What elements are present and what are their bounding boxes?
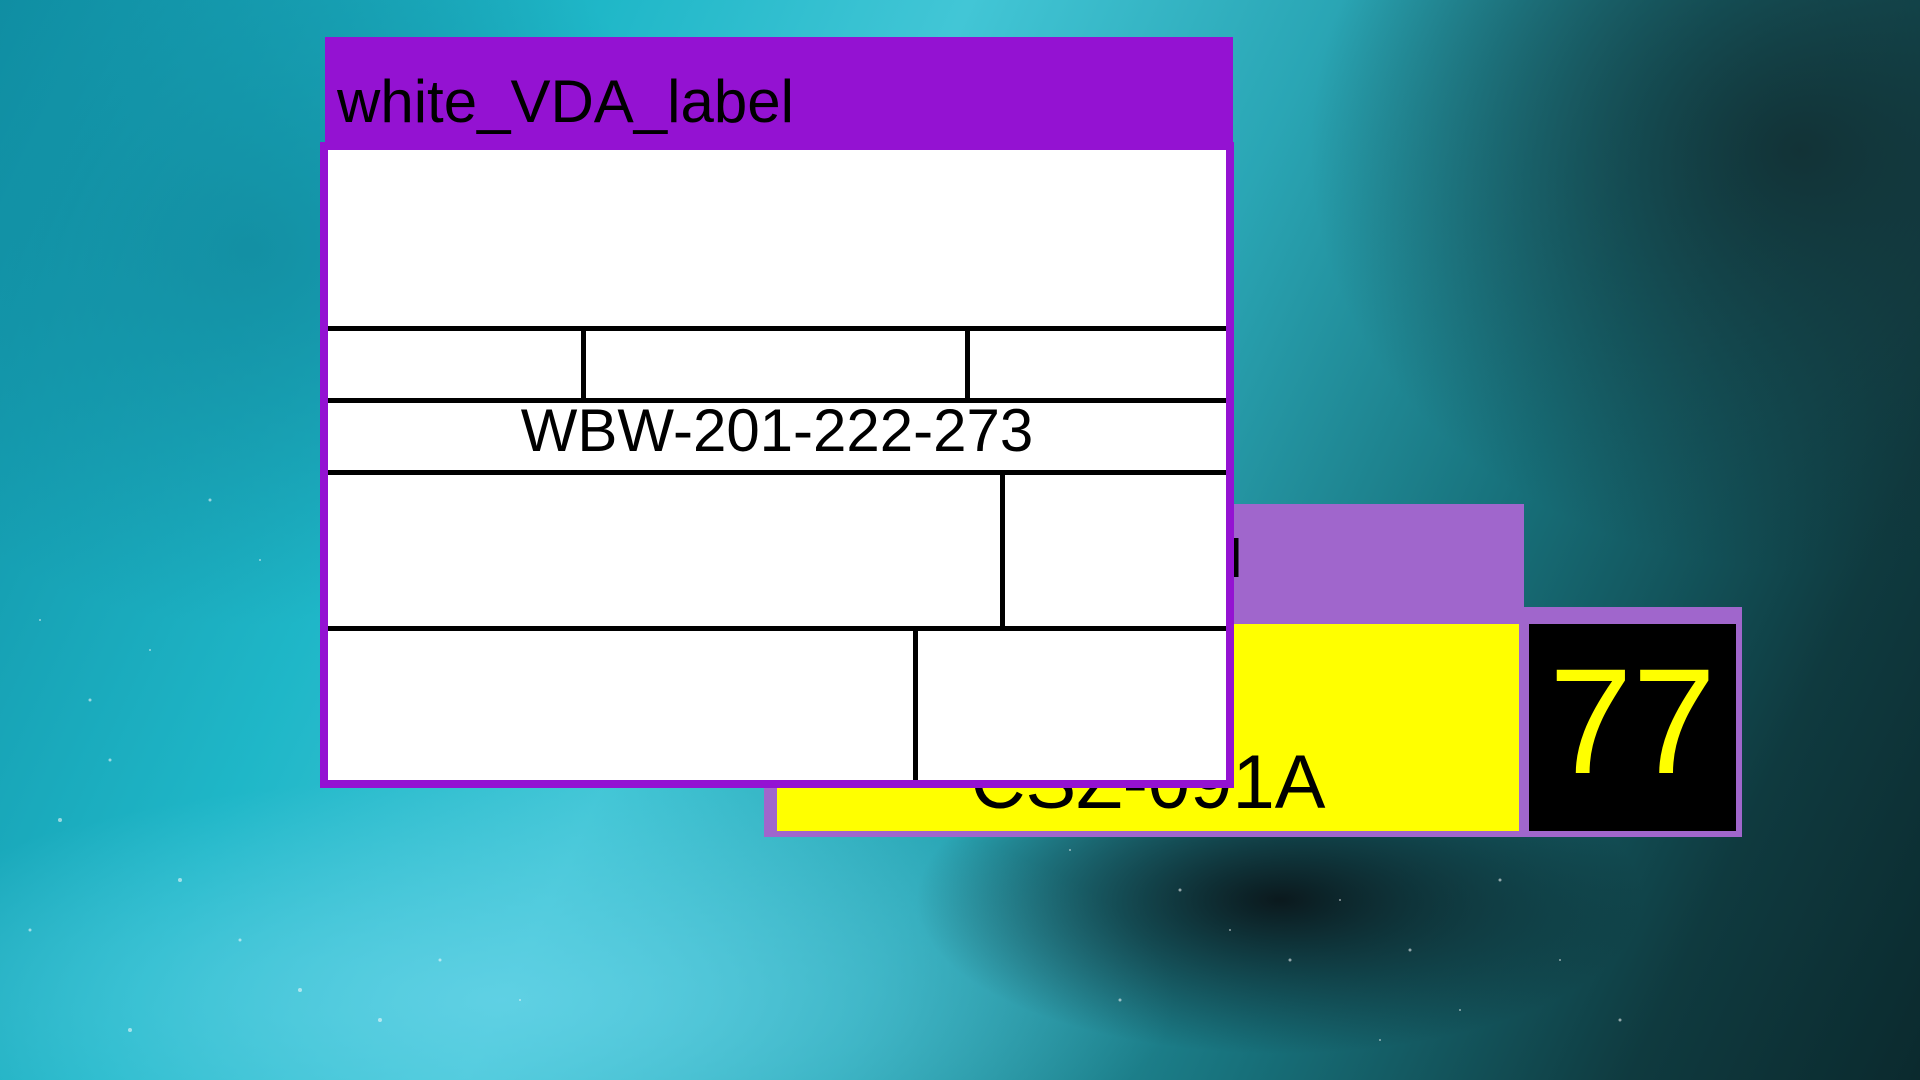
grid-line-h4 bbox=[328, 626, 1226, 631]
white-vda-label-frame: WBW-201-222-273 bbox=[320, 142, 1234, 788]
grid-line-h1 bbox=[328, 326, 1226, 331]
grid-line-v2 bbox=[965, 326, 970, 400]
white-vda-label-title-bar[interactable]: white_VDA_label bbox=[325, 37, 1233, 147]
yellow-label-number-box: 77 bbox=[1529, 624, 1736, 831]
grid-line-v4 bbox=[913, 626, 918, 780]
grid-line-h2 bbox=[328, 398, 1226, 403]
white-vda-label-title: white_VDA_label bbox=[337, 68, 794, 135]
yellow-label-number: 77 bbox=[1549, 637, 1716, 805]
white-vda-label-code: WBW-201-222-273 bbox=[520, 397, 1034, 464]
grid-line-h3 bbox=[328, 470, 1226, 475]
grid-line-v1 bbox=[581, 326, 586, 400]
grid-line-v3 bbox=[1000, 470, 1005, 628]
